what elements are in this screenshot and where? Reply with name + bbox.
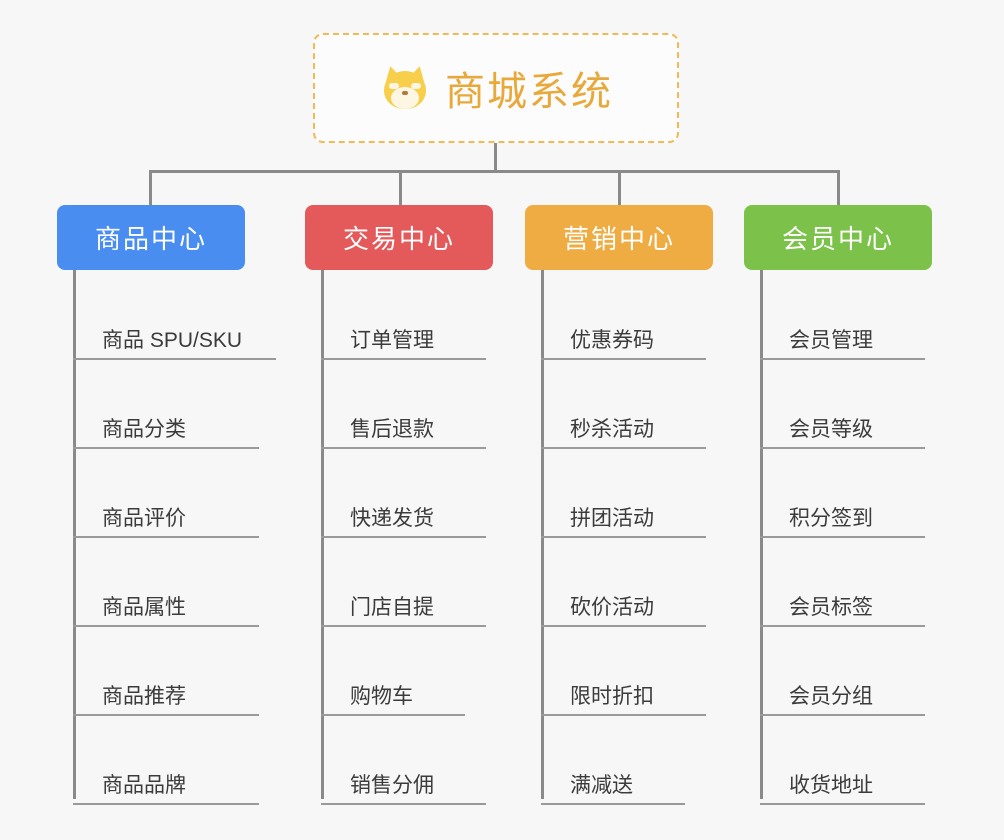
- leaf-label: 商品推荐: [102, 684, 186, 708]
- leaf-label: 秒杀活动: [570, 417, 654, 441]
- leaf-label: 限时折扣: [570, 684, 654, 708]
- leaf-label: 购物车: [350, 684, 413, 708]
- category-header-marketing[interactable]: 营销中心: [525, 205, 713, 270]
- root-node-title: 商城系统: [445, 70, 613, 114]
- leaf-item[interactable]: 会员管理: [760, 270, 925, 360]
- category-header-member[interactable]: 会员中心: [744, 205, 932, 270]
- category-title: 营销中心: [562, 224, 675, 254]
- category-title: 会员中心: [781, 224, 894, 254]
- category-header-product[interactable]: 商品中心: [57, 205, 245, 270]
- category-header-trade[interactable]: 交易中心: [305, 205, 493, 270]
- leaf-label: 订单管理: [350, 328, 434, 352]
- connector-drop-product: [149, 170, 152, 208]
- leaf-item[interactable]: 商品品牌: [73, 716, 259, 805]
- leaf-item[interactable]: 快递发货: [321, 449, 486, 538]
- leaf-label: 商品 SPU/SKU: [102, 328, 243, 352]
- leaf-item[interactable]: 商品 SPU/SKU: [73, 270, 276, 360]
- trunk-line-trade: [321, 270, 324, 799]
- leaf-item[interactable]: 会员等级: [760, 360, 925, 449]
- leaf-item[interactable]: 会员标签: [760, 538, 925, 627]
- category-title: 交易中心: [342, 224, 455, 254]
- leaf-label: 会员标签: [789, 595, 873, 619]
- leaf-list-product: 商品 SPU/SKU 商品分类 商品评价 商品属性 商品推荐 商品品牌: [73, 270, 288, 805]
- leaf-label: 商品分类: [102, 417, 186, 441]
- leaf-item[interactable]: 秒杀活动: [541, 360, 706, 449]
- leaf-label: 会员分组: [789, 684, 873, 708]
- leaf-item[interactable]: 商品推荐: [73, 627, 259, 716]
- leaf-list-member: 会员管理 会员等级 积分签到 会员标签 会员分组 收货地址: [760, 270, 975, 805]
- trunk-line-marketing: [541, 270, 544, 799]
- shiba-dog-face-icon: [379, 62, 431, 114]
- leaf-label: 会员管理: [789, 328, 873, 352]
- leaf-item[interactable]: 会员分组: [760, 627, 925, 716]
- leaf-item[interactable]: 售后退款: [321, 360, 486, 449]
- leaf-label: 拼团活动: [570, 506, 654, 530]
- connector-drop-member: [837, 170, 840, 208]
- leaf-item[interactable]: 优惠券码: [541, 270, 706, 360]
- leaf-label: 商品品牌: [102, 773, 186, 797]
- leaf-item[interactable]: 限时折扣: [541, 627, 706, 716]
- leaf-label: 收货地址: [789, 773, 873, 797]
- leaf-item[interactable]: 商品评价: [73, 449, 259, 538]
- leaf-label: 商品评价: [102, 506, 186, 530]
- leaf-item[interactable]: 收货地址: [760, 716, 925, 805]
- leaf-label: 积分签到: [789, 506, 873, 530]
- connector-horizontal-bus: [149, 170, 840, 173]
- leaf-item[interactable]: 购物车: [321, 627, 465, 716]
- leaf-item[interactable]: 满减送: [541, 716, 685, 805]
- leaf-item[interactable]: 商品分类: [73, 360, 259, 449]
- leaf-label: 优惠券码: [570, 328, 654, 352]
- leaf-item[interactable]: 砍价活动: [541, 538, 706, 627]
- leaf-item[interactable]: 订单管理: [321, 270, 486, 360]
- trunk-line-member: [760, 270, 763, 799]
- leaf-label: 售后退款: [350, 417, 434, 441]
- leaf-label: 门店自提: [350, 595, 434, 619]
- leaf-label: 快递发货: [350, 506, 434, 530]
- leaf-label: 满减送: [570, 773, 633, 797]
- leaf-label: 砍价活动: [570, 595, 654, 619]
- category-title: 商品中心: [94, 224, 207, 254]
- leaf-item[interactable]: 商品属性: [73, 538, 259, 627]
- root-node-shop-system[interactable]: 商城系统: [313, 33, 679, 143]
- trunk-line-product: [73, 270, 76, 799]
- connector-drop-trade: [399, 170, 402, 208]
- leaf-item[interactable]: 积分签到: [760, 449, 925, 538]
- leaf-label: 会员等级: [789, 417, 873, 441]
- leaf-item[interactable]: 门店自提: [321, 538, 486, 627]
- leaf-item[interactable]: 拼团活动: [541, 449, 706, 538]
- leaf-label: 商品属性: [102, 595, 186, 619]
- leaf-list-trade: 订单管理 售后退款 快递发货 门店自提 购物车 销售分佣: [321, 270, 536, 805]
- leaf-item[interactable]: 销售分佣: [321, 716, 486, 805]
- leaf-list-marketing: 优惠券码 秒杀活动 拼团活动 砍价活动 限时折扣 满减送: [541, 270, 756, 805]
- connector-root-stem: [494, 143, 497, 173]
- leaf-label: 销售分佣: [350, 773, 434, 797]
- connector-drop-marketing: [618, 170, 621, 208]
